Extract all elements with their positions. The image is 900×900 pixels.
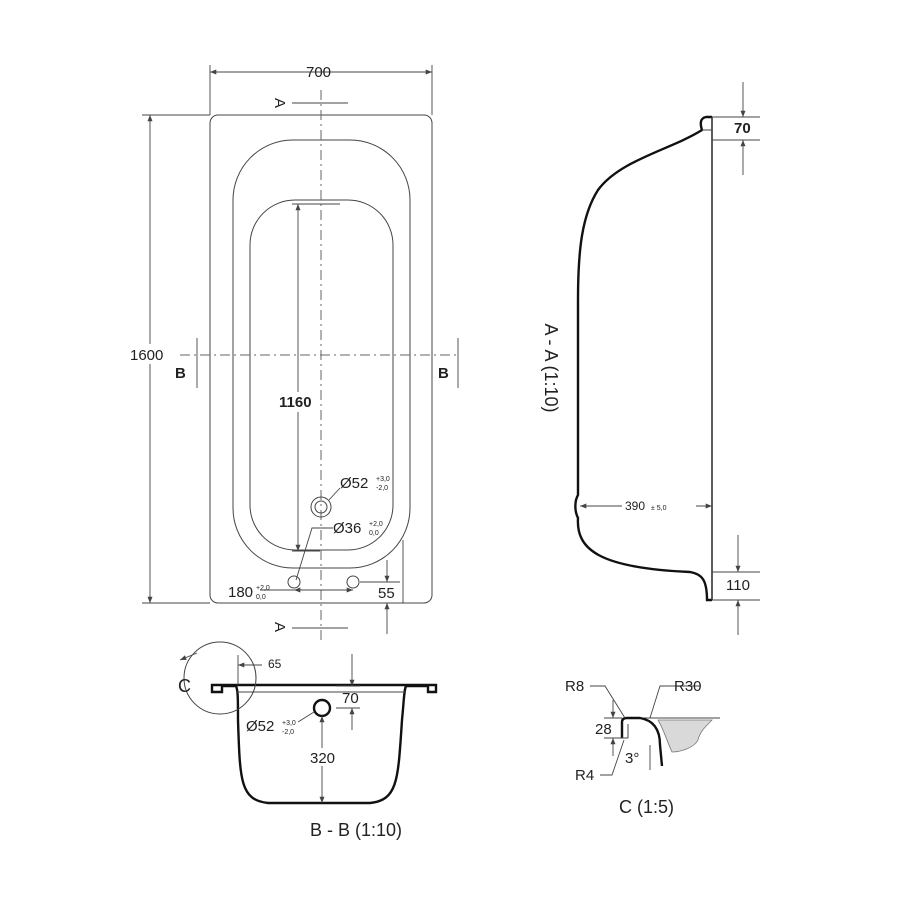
detail-c-rim-body	[657, 719, 713, 753]
drain-diameter: Ø52	[340, 475, 368, 492]
handle-tolerance-plus: +2,0	[256, 585, 270, 592]
section-bb-title: B - B (1:10)	[310, 820, 402, 840]
detail-c-angle-label: 3°	[625, 750, 639, 767]
section-bb-rim-height-value: 70	[342, 690, 359, 707]
section-aa-title: A - A (1:10)	[541, 323, 561, 412]
drain-tolerance-minus: -2,0	[376, 485, 388, 492]
section-aa-depth-tolerance: ± 5,0	[651, 505, 667, 512]
section-aa-profile	[574, 115, 712, 602]
drain-tolerance-plus: +3,0	[376, 476, 390, 483]
inner-length-value: 1160	[279, 394, 312, 411]
section-bb-hole	[312, 698, 332, 718]
handle-offset-value: 55	[378, 585, 395, 602]
section-bb-hole-tolerance-plus: +3,0	[282, 720, 296, 727]
section-bb-hole-tolerance-minus: -2,0	[282, 729, 294, 736]
section-aa: 70 390 ± 5,0 110 A - A (1:10)	[541, 82, 760, 635]
section-a-top-label: A	[271, 98, 288, 108]
overflow-diameter: Ø36	[333, 520, 361, 537]
detail-c-marker-circle	[183, 641, 257, 715]
detail-c: R8 R30 28 R4 3° C (1:5)	[565, 678, 720, 817]
overflow-tolerance-minus: 0,0	[369, 530, 379, 537]
handle-spacing-value: 180	[228, 584, 253, 601]
detail-c-r8-label: R8	[565, 678, 584, 695]
section-a-bottom-label: A	[271, 622, 288, 632]
section-aa-rim-top-value: 70	[734, 120, 751, 137]
detail-c-r4-label: R4	[575, 767, 594, 784]
section-aa-depth-value: 390	[625, 499, 645, 513]
handle-tolerance-minus: 0,0	[256, 594, 266, 601]
section-bb-hole-height-value: 320	[310, 750, 335, 767]
section-b-right-label: B	[438, 365, 449, 382]
section-bb-hole-diameter: Ø52	[246, 718, 274, 735]
drain-hole-outer	[310, 496, 332, 518]
detail-c-marker-label: C	[178, 676, 191, 696]
detail-c-r30-label: R30	[674, 678, 702, 695]
section-bb-profile	[210, 683, 438, 805]
section-b-left-label: B	[175, 365, 186, 382]
overflow-tolerance-plus: +2,0	[369, 521, 383, 528]
detail-c-thickness-label: 28	[595, 721, 612, 738]
detail-c-title: C (1:5)	[619, 797, 674, 817]
detail-c-profile	[620, 716, 664, 767]
section-bb: C 65 70 Ø52 +3,0 -2,0 320 B - B (1:10)	[178, 641, 438, 840]
section-aa-rim-bottom-value: 110	[726, 577, 750, 594]
plan-view: A A B B 700 1600 1160 Ø52 +3,0 -2,0 Ø36	[126, 64, 460, 640]
section-bb-rim-width-value: 65	[268, 657, 282, 671]
drain-hole-inner	[314, 500, 328, 514]
handle-hole-right	[346, 575, 360, 589]
length-value: 1600	[130, 347, 163, 364]
handle-hole-left	[287, 575, 301, 589]
width-value: 700	[306, 64, 331, 81]
